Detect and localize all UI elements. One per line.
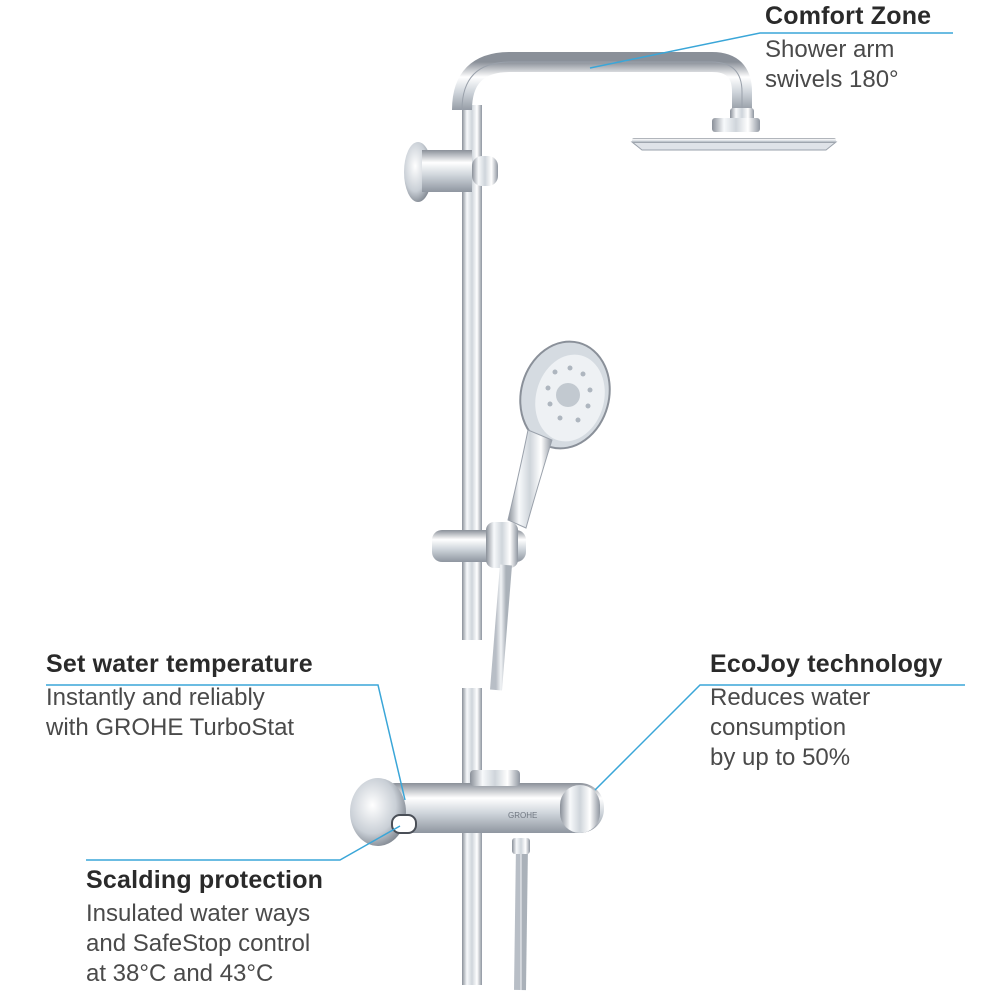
hand-shower — [507, 340, 611, 529]
callout-scalding: Scalding protection Insulated water ways… — [86, 866, 386, 989]
leader-lines — [46, 32, 965, 861]
leader-scalding — [86, 825, 401, 861]
callout-comfort-zone-text: Shower arm swivels 180° — [765, 36, 899, 93]
callout-set-temperature-title: Set water temperature — [46, 650, 313, 678]
callout-scalding-text: Insulated water ways and SafeStop contro… — [86, 900, 311, 987]
thermostat-mixer: GROHE — [350, 770, 604, 846]
callout-set-temperature: Set water temperature Instantly and reli… — [46, 650, 376, 743]
callout-set-temperature-text: Instantly and reliably with GROHE TurboS… — [46, 684, 295, 741]
callout-ecojoy-title: EcoJoy technology — [710, 650, 943, 678]
shower-hose — [490, 564, 530, 991]
callout-ecojoy: EcoJoy technology Reduces water consumpt… — [710, 650, 990, 773]
grohe-logo: GROHE — [508, 811, 537, 820]
leader-ecojoy — [594, 684, 965, 791]
leader-set-temperature — [46, 684, 406, 801]
callout-comfort-zone-title: Comfort Zone — [765, 2, 932, 30]
callout-comfort-zone: Comfort Zone Shower arm swivels 180° — [765, 2, 995, 95]
wall-bracket-upper — [404, 142, 498, 202]
leader-comfort-zone — [589, 32, 953, 69]
callout-scalding-title: Scalding protection — [86, 866, 324, 894]
slide-holder — [432, 522, 526, 568]
shower-arm — [452, 52, 760, 132]
callout-ecojoy-text: Reduces water consumption by up to 50% — [710, 684, 871, 771]
head-shower — [630, 138, 838, 151]
